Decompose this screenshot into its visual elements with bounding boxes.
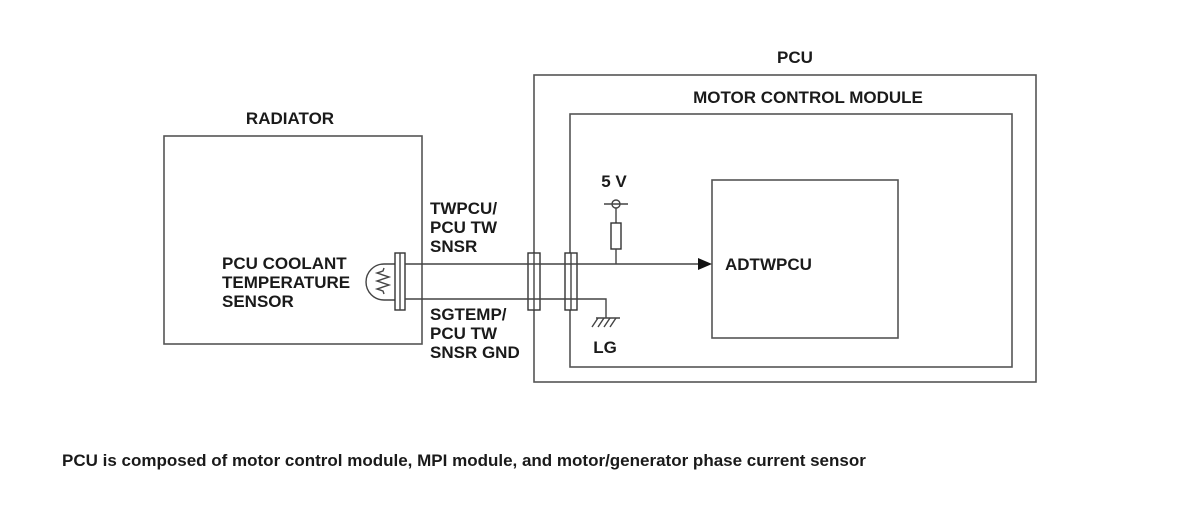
ground-icon [591,317,620,328]
signal-wire-label-line-1: TWPCU/ [430,199,497,218]
ground-wire-label-line-1: SGTEMP/ [430,305,507,324]
adc-input-box [711,179,899,339]
thermistor-icon [365,263,395,301]
sensor-label-line-1: PCU COOLANT [222,254,347,273]
ground-wire [405,298,607,318]
sensor-label: PCU COOLANT TEMPERATURE SENSOR [222,254,350,311]
footnote: PCU is composed of motor control module,… [62,451,866,470]
motor-control-module-label: MOTOR CONTROL MODULE [693,88,923,107]
ground-label: LG [593,338,617,357]
ground-wire-label: SGTEMP/ PCU TW SNSR GND [430,305,520,362]
ground-wire-label-line-2: PCU TW [430,324,498,343]
sensor-label-line-2: TEMPERATURE [222,273,350,292]
ground-wire-label-line-3: SNSR GND [430,343,520,362]
signal-wire-label-line-3: SNSR [430,237,477,256]
signal-wire-label: TWPCU/ PCU TW SNSR [430,199,498,256]
pcu-box [533,74,1037,383]
adtwpcu-label: ADTWPCU [725,255,812,274]
signal-arrow-icon [698,258,712,270]
pull-up-resistor [604,199,628,264]
radiator-box [163,135,423,345]
signal-wire-label-line-2: PCU TW [430,218,498,237]
sensor-label-line-3: SENSOR [222,292,294,311]
pcu-label: PCU [777,48,813,67]
motor-control-module-box [569,113,1013,368]
supply-voltage-label: 5 V [601,172,627,191]
radiator-label: RADIATOR [246,109,334,128]
